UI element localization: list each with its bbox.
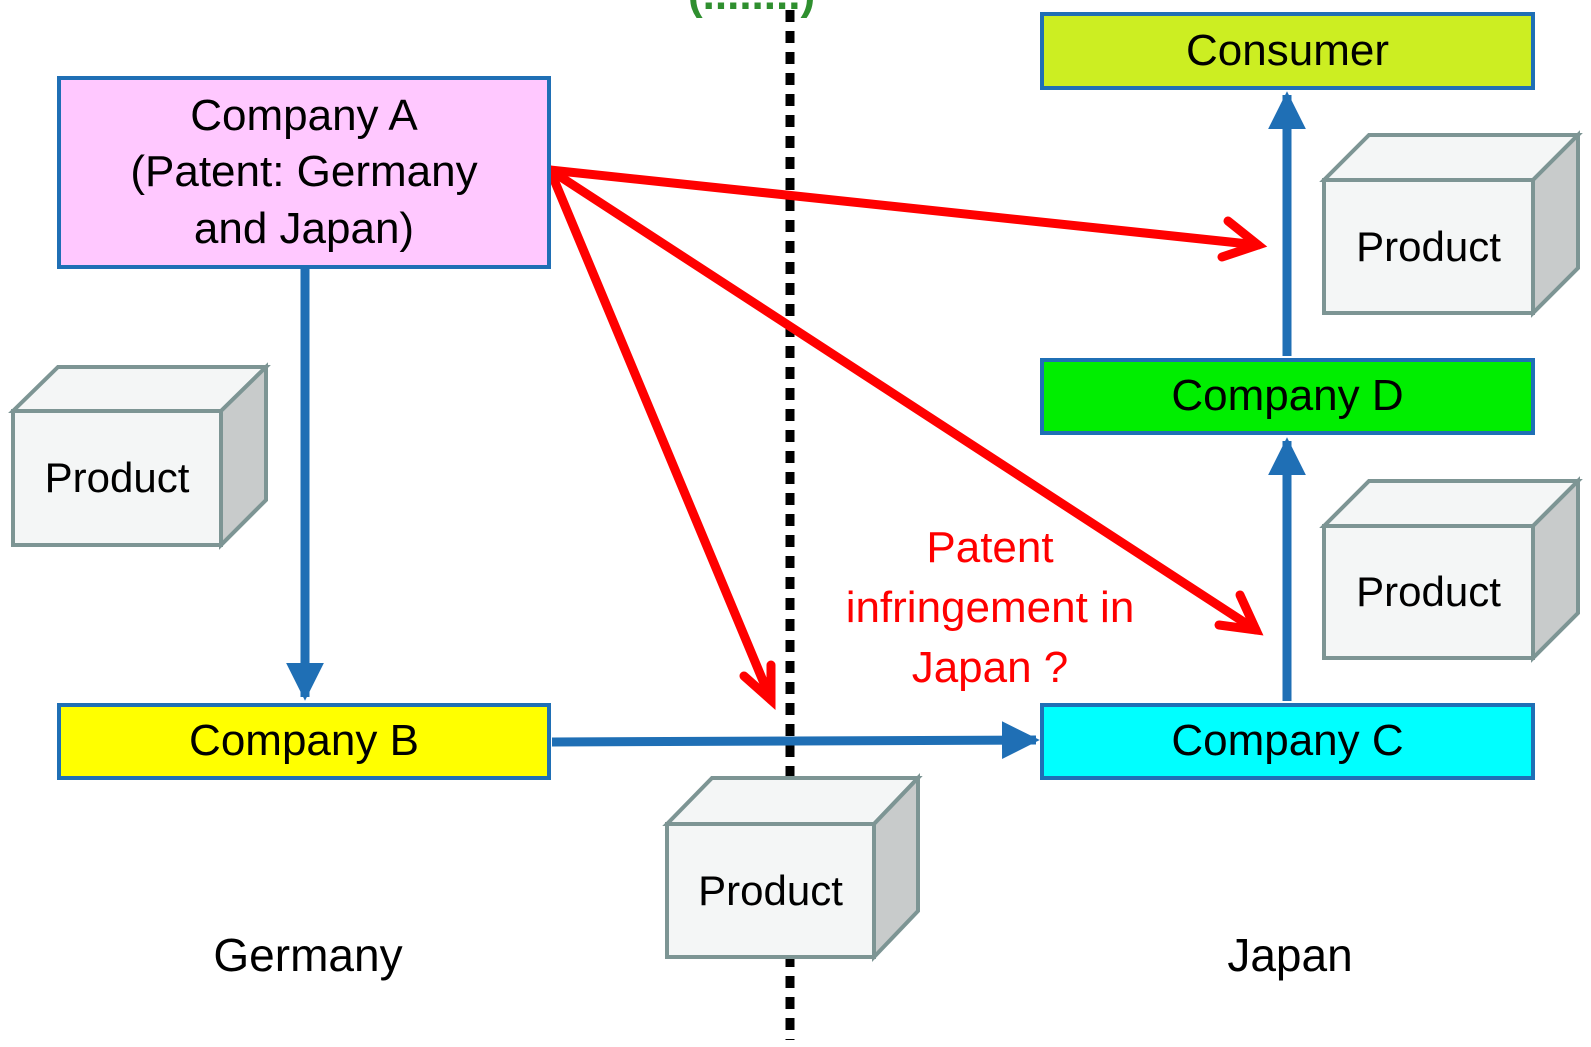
flow-arrow-b-to-c	[551, 721, 1040, 760]
company-c-label: Company C	[1171, 716, 1404, 766]
annotation-line-3: Japan ?	[911, 642, 1069, 692]
patent-arrow-to-company-c	[545, 165, 1264, 636]
company-a-box: Company A (Patent: Germany and Japan)	[57, 76, 551, 269]
infringement-annotation: Patent infringement in Japan ?	[790, 518, 1190, 697]
top-label-fragment: (........)	[688, 0, 815, 20]
product-label-border: Product	[698, 866, 843, 914]
company-a-line-3: and Japan)	[193, 203, 415, 253]
product-cube-icon	[8, 362, 271, 550]
company-a-line-1: Company A	[190, 91, 418, 141]
company-c-box: Company C	[1040, 703, 1535, 780]
patent-arrow-to-consumer-side	[545, 165, 1268, 262]
product-cube-icon	[1319, 130, 1583, 318]
product-label-japan-lower: Product	[1356, 568, 1501, 615]
company-d-label: Company D	[1171, 371, 1404, 421]
product-label-japan-upper: Product	[1356, 222, 1501, 270]
company-d-box: Company D	[1040, 358, 1535, 435]
company-b-box: Company B	[57, 703, 551, 780]
country-label-japan: Japan	[1227, 929, 1353, 981]
annotation-line-1: Patent	[926, 523, 1054, 572]
consumer-label: Consumer	[1186, 25, 1389, 75]
country-label-germany: Germany	[213, 929, 403, 981]
product-cube-icon	[1319, 476, 1583, 663]
company-b-label: Company B	[189, 716, 419, 766]
patent-arrow-to-border	[545, 165, 776, 711]
product-label-germany: Product	[44, 454, 190, 501]
company-a-line-2: (Patent: Germany	[130, 147, 478, 197]
consumer-box: Consumer	[1040, 12, 1535, 90]
product-cube-icon	[662, 773, 923, 962]
annotation-line-2: infringement in	[845, 582, 1135, 632]
